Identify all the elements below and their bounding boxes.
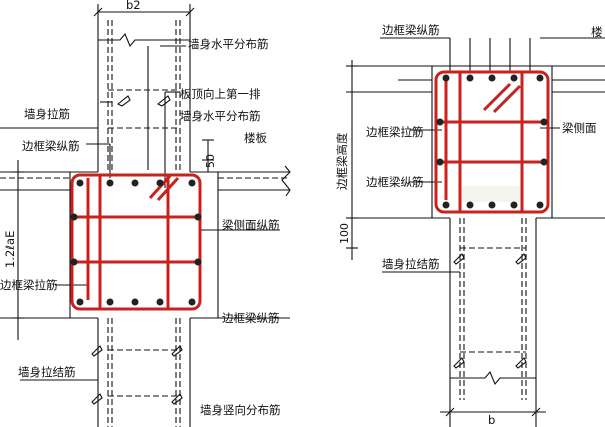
label-r-b: b xyxy=(488,413,495,427)
label-wall-horizontal-2: 墙身水平分布筋 xyxy=(180,109,261,123)
label-edge-beam-tie: 边框梁拉筋 xyxy=(0,278,58,292)
label-r-dim-100: 100 xyxy=(338,223,351,244)
label-r-edge-beam-long-top: 边框梁纵筋 xyxy=(382,23,440,37)
right-rebar-dots xyxy=(436,74,548,209)
left-beam-cage xyxy=(70,173,202,311)
label-wall-tie-bottom: 墙身拉结筋 xyxy=(18,365,76,379)
label-r-edge-beam-long: 边框梁纵筋 xyxy=(366,175,424,189)
label-wall-vertical: 墙身竖向分布筋 xyxy=(200,403,281,417)
label-wall-horizontal-top: 墙身水平分布筋 xyxy=(188,37,269,51)
label-r-beam-height: 边框梁高度 xyxy=(335,132,349,190)
label-r-wall-tie: 墙身拉结筋 xyxy=(382,257,440,271)
label-r-beam-side: 梁侧面 xyxy=(562,121,597,135)
label-edge-beam-long-bottom: 边框梁纵筋 xyxy=(222,311,280,325)
label-b2: b2 xyxy=(126,0,141,12)
label-edge-beam-long: 边框梁纵筋 xyxy=(22,139,80,153)
right-beam-inner-fill xyxy=(462,186,520,202)
right-detail xyxy=(346,37,605,427)
label-slab-top-first-row: 板顶向上第一排 xyxy=(180,87,261,101)
b2-dimension xyxy=(93,4,195,20)
label-beam-side-long: 梁侧面纵筋 xyxy=(222,218,280,232)
label-wall-tie: 墙身拉筋 xyxy=(24,107,70,121)
label-r-cut: 楼 xyxy=(591,25,603,39)
left-labels: b2 墙身水平分布筋 墙身拉筋 板顶向上第一排 墙身水平分布筋 边框梁纵筋 50… xyxy=(0,0,281,417)
left-rebar-dots xyxy=(70,179,202,306)
label-slab: 楼板 xyxy=(244,131,267,145)
label-dim-12lae: 1.2ℓaE xyxy=(3,231,17,268)
right-labels: 边框梁纵筋 楼 梁侧面 边框梁拉筋 边框梁纵筋 边框梁高度 100 墙身拉结筋 … xyxy=(335,23,603,427)
label-dim-50: 50 xyxy=(204,154,217,168)
left-detail xyxy=(0,4,291,427)
right-beam-cage xyxy=(434,70,550,214)
label-r-edge-beam-tie: 边框梁拉筋 xyxy=(366,125,424,139)
